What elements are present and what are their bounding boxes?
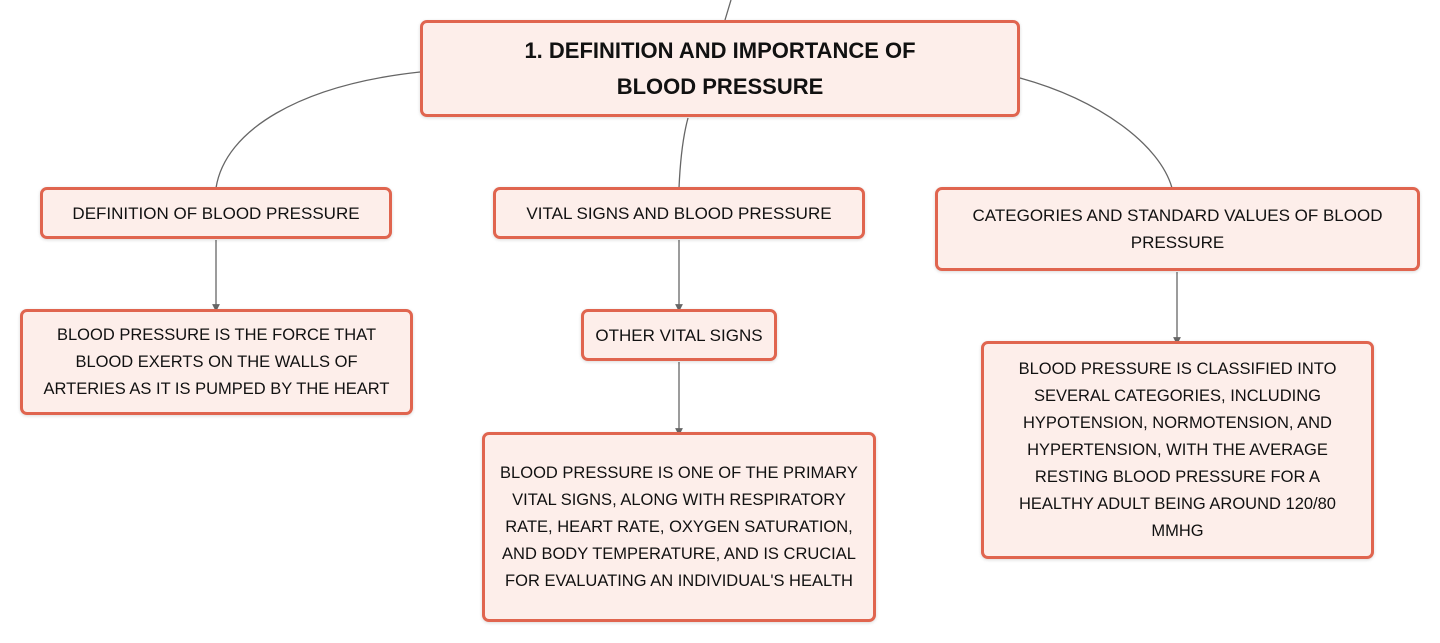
vital-signs-text: BLOOD PRESSURE IS ONE OF THE PRIMARY VIT… bbox=[500, 463, 858, 590]
root-node[interactable]: 1. DEFINITION AND IMPORTANCE OF BLOOD PR… bbox=[420, 20, 1020, 117]
definition-text: BLOOD PRESSURE IS THE FORCE THAT BLOOD E… bbox=[43, 325, 390, 398]
branch-categories-label: CATEGORIES AND STANDARD VALUES OF BLOOD … bbox=[972, 206, 1383, 252]
definition-text-node[interactable]: BLOOD PRESSURE IS THE FORCE THAT BLOOD E… bbox=[20, 309, 413, 415]
branch-definition-label: DEFINITION OF BLOOD PRESSURE bbox=[72, 203, 360, 223]
branch-vital-signs-label: VITAL SIGNS AND BLOOD PRESSURE bbox=[526, 203, 832, 223]
connector-parent-root bbox=[724, 0, 732, 21]
other-vital-signs-node[interactable]: OTHER VITAL SIGNS bbox=[581, 309, 777, 361]
connector-root-categories bbox=[1019, 77, 1173, 189]
vital-signs-text-node[interactable]: BLOOD PRESSURE IS ONE OF THE PRIMARY VIT… bbox=[482, 432, 876, 622]
connector-root-vital-signs bbox=[678, 117, 689, 189]
root-node-label: 1. DEFINITION AND IMPORTANCE OF BLOOD PR… bbox=[524, 37, 916, 99]
branch-vital-signs-node[interactable]: VITAL SIGNS AND BLOOD PRESSURE bbox=[493, 187, 865, 239]
connector-root-definition bbox=[215, 71, 421, 189]
branch-categories-node[interactable]: CATEGORIES AND STANDARD VALUES OF BLOOD … bbox=[935, 187, 1420, 271]
categories-text-node[interactable]: BLOOD PRESSURE IS CLASSIFIED INTO SEVERA… bbox=[981, 341, 1374, 559]
branch-definition-node[interactable]: DEFINITION OF BLOOD PRESSURE bbox=[40, 187, 392, 239]
categories-text: BLOOD PRESSURE IS CLASSIFIED INTO SEVERA… bbox=[1018, 359, 1337, 540]
other-vital-signs-label: OTHER VITAL SIGNS bbox=[595, 325, 763, 345]
